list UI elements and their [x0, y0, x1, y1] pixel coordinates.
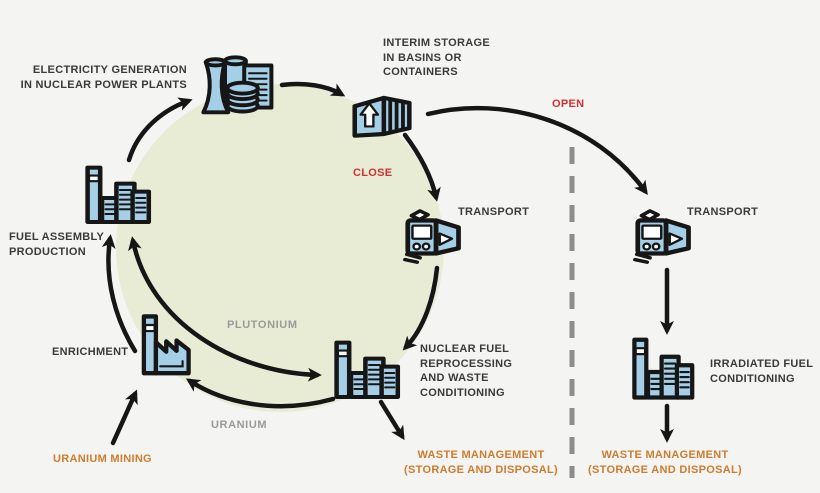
interim-storage-label: INTERIM STORAGE IN BASINS OR CONTAINERS — [383, 37, 490, 78]
transport-truck-icon-right — [635, 211, 689, 262]
irradiated-fuel-label: IRRADIATED FUEL CONDITIONING — [710, 358, 814, 385]
arrow-fuel-assembly-to-plant — [126, 97, 193, 163]
waste-management-closed-label: WASTE MANAGEMENT (STORAGE AND DISPOSAL) — [404, 449, 558, 476]
arrow-transport-to-reprocessing — [402, 265, 440, 351]
storage-container-icon — [352, 95, 412, 138]
transport-left-label: TRANSPORT — [458, 206, 530, 218]
enrichment-label: ENRICHMENT — [52, 346, 129, 358]
reprocessing-label: NUCLEAR FUEL REPROCESSING AND WASTE COND… — [420, 343, 513, 399]
arrow-mining-to-enrichment — [110, 389, 138, 446]
enrichment-factory-icon — [141, 314, 191, 376]
arrow-reprocessing-to-waste — [378, 399, 405, 441]
fuel-assembly-label: FUEL ASSEMBLY PRODUCTION — [9, 231, 105, 258]
arrow-uranium-to-enrichment — [185, 378, 336, 409]
flow-arrows — [101, 81, 674, 446]
uranium-mining-label: URANIUM MINING — [53, 453, 152, 465]
transport-right-label: TRANSPORT — [687, 206, 759, 218]
close-label: CLOSE — [353, 167, 393, 179]
arrow-plant-to-storage — [279, 81, 346, 97]
uranium-label: URANIUM — [211, 419, 268, 431]
transport-truck-icon-left — [405, 211, 459, 262]
power-plant-icon — [201, 55, 274, 115]
waste-management-open-label: WASTE MANAGEMENT (STORAGE AND DISPOSAL) — [588, 449, 742, 476]
electricity-generation-label: ELECTRICITY GENERATION IN NUCLEAR POWER … — [20, 64, 187, 91]
arrow-open-storage-to-transport — [425, 105, 648, 195]
open-label: OPEN — [552, 98, 585, 110]
arrow-storage-to-transport-left — [402, 132, 441, 202]
plutonium-label: PLUTONIUM — [227, 319, 298, 331]
arrow-plutonium — [128, 236, 322, 382]
irradiated-fuel-factory-icon — [634, 340, 692, 398]
